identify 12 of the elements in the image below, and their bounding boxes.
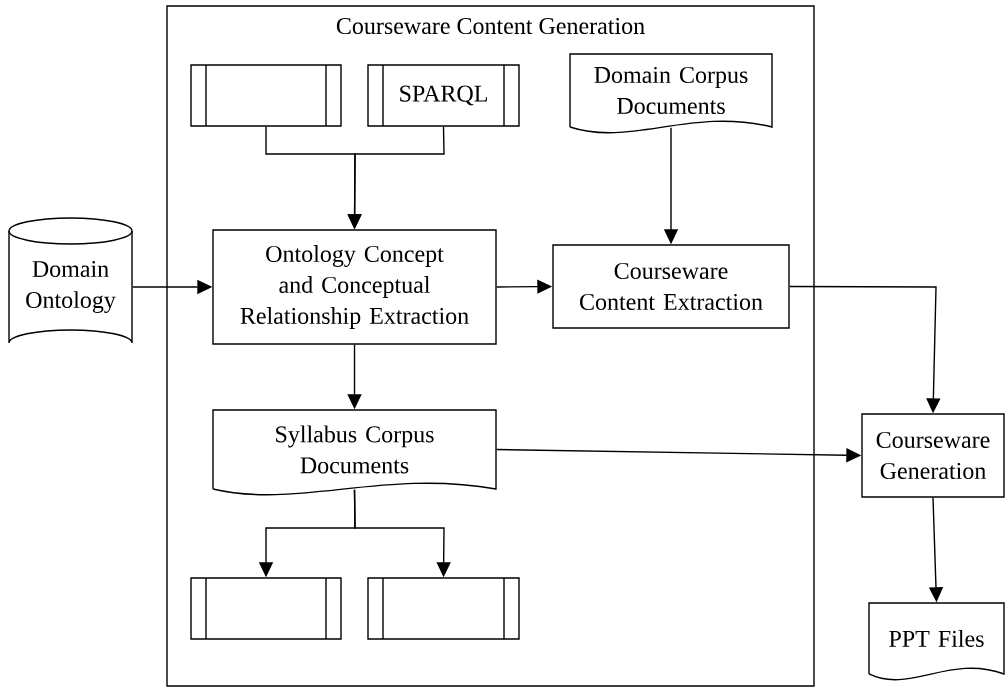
process-box: Courseware Generation	[861, 413, 1005, 498]
predefined-process-box	[190, 64, 342, 127]
document-shape: Domain Corpus Documents	[569, 53, 773, 134]
node-label: Domain Ontology	[26, 260, 116, 314]
predefined-process-box	[190, 577, 342, 640]
database-cylinder: Domain Ontology	[8, 217, 133, 344]
process-box: Ontology Concept and Conceptual Relationship Extraction	[212, 229, 497, 345]
predefined-process-box: SPARQL	[367, 64, 520, 127]
predefined-process-box	[367, 577, 520, 640]
document-shape: Syllabus Corpus Documents	[212, 409, 497, 496]
process-box: Courseware Content Extraction	[552, 244, 790, 329]
document-shape: PPT Files	[868, 602, 1005, 681]
